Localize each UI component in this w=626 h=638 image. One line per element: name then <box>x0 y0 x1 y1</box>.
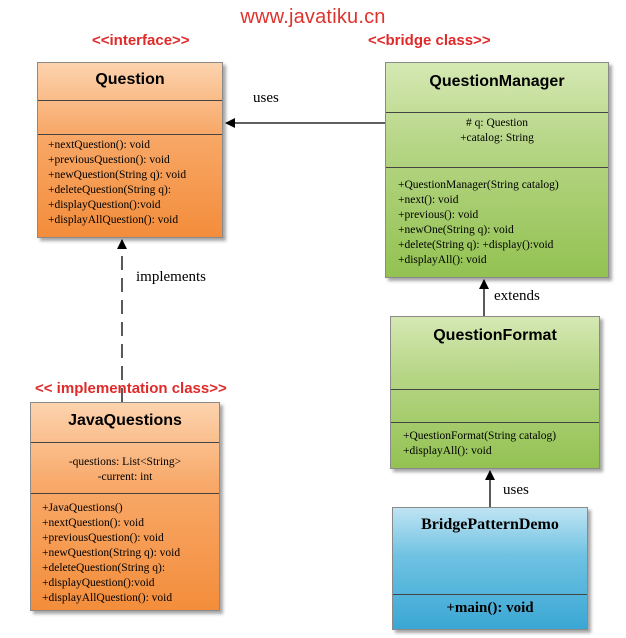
attribute: -current: int <box>97 471 153 483</box>
watermark: www.javatiku.cn <box>240 6 386 28</box>
uses-label-top: uses <box>253 90 279 106</box>
class-question-manager[interactable]: QuestionManager # q: Question +catalog: … <box>385 62 609 278</box>
class-question-name: Question <box>95 71 165 88</box>
class-question-manager-name: QuestionManager <box>429 73 565 90</box>
class-java-questions[interactable]: JavaQuestions -questions: List<String> -… <box>30 402 220 611</box>
class-question-manager-attributes: # q: Question +catalog: String <box>386 116 608 146</box>
method: +QuestionFormat(String catalog) <box>403 430 557 442</box>
method: +delete(String q): +display():void <box>398 239 554 251</box>
stereotype-interface: <<interface>> <box>92 32 190 49</box>
separator <box>386 112 608 113</box>
method: +displayQuestion():void <box>48 199 161 211</box>
separator <box>38 134 222 135</box>
class-java-questions-attributes: -questions: List<String> -current: int <box>31 455 219 485</box>
method: +displayAllQuestion(): void <box>48 214 179 226</box>
separator <box>393 594 587 595</box>
attribute: +catalog: String <box>460 132 534 144</box>
method: +deleteQuestion(String q): <box>48 184 172 196</box>
uses-label-bottom: uses <box>503 482 529 498</box>
class-question-format-methods: +QuestionFormat(String catalog) +display… <box>403 429 599 459</box>
class-bridge-pattern-demo-name: BridgePatternDemo <box>421 516 559 533</box>
method: +nextQuestion(): void <box>42 517 144 529</box>
method: +displayAll(): void <box>403 445 492 457</box>
class-question-format[interactable]: QuestionFormat +QuestionFormat(String ca… <box>390 316 600 469</box>
method: +previousQuestion(): void <box>42 532 164 544</box>
implements-label: implements <box>136 269 206 285</box>
separator <box>31 493 219 494</box>
separator <box>391 422 599 423</box>
separator <box>31 442 219 443</box>
class-java-questions-name: JavaQuestions <box>68 412 182 429</box>
method: +nextQuestion(): void <box>48 139 150 151</box>
separator <box>386 167 608 168</box>
class-bridge-pattern-demo-method: +main(): void <box>446 600 534 616</box>
separator <box>391 389 599 390</box>
method: +displayQuestion():void <box>42 577 155 589</box>
class-bridge-pattern-demo[interactable]: BridgePatternDemo +main(): void <box>392 507 588 630</box>
method: +newQuestion(String q): void <box>48 169 187 181</box>
stereotype-bridge: <<bridge class>> <box>368 32 491 49</box>
method: +previousQuestion(): void <box>48 154 170 166</box>
class-question-methods: +nextQuestion(): void +previousQuestion(… <box>48 138 222 228</box>
class-java-questions-methods: +JavaQuestions() +nextQuestion(): void +… <box>42 501 219 606</box>
attribute: # q: Question <box>466 117 528 129</box>
method: +deleteQuestion(String q): <box>42 562 166 574</box>
class-question-format-name: QuestionFormat <box>433 327 557 344</box>
method: +JavaQuestions() <box>42 502 123 514</box>
attribute: -questions: List<String> <box>68 456 182 468</box>
method: +previous(): void <box>398 209 479 221</box>
separator <box>38 100 222 101</box>
method: +displayAllQuestion(): void <box>42 592 173 604</box>
method: +displayAll(): void <box>398 254 487 266</box>
method: +newOne(String q): void <box>398 224 514 236</box>
method: +newQuestion(String q): void <box>42 547 181 559</box>
extends-label: extends <box>494 288 540 304</box>
method: +QuestionManager(String catalog) <box>398 179 559 191</box>
class-question[interactable]: Question +nextQuestion(): void +previous… <box>37 62 223 238</box>
method: +next(): void <box>398 194 459 206</box>
stereotype-implementation: << implementation class>> <box>35 380 227 397</box>
class-question-manager-methods: +QuestionManager(String catalog) +next()… <box>398 178 608 268</box>
